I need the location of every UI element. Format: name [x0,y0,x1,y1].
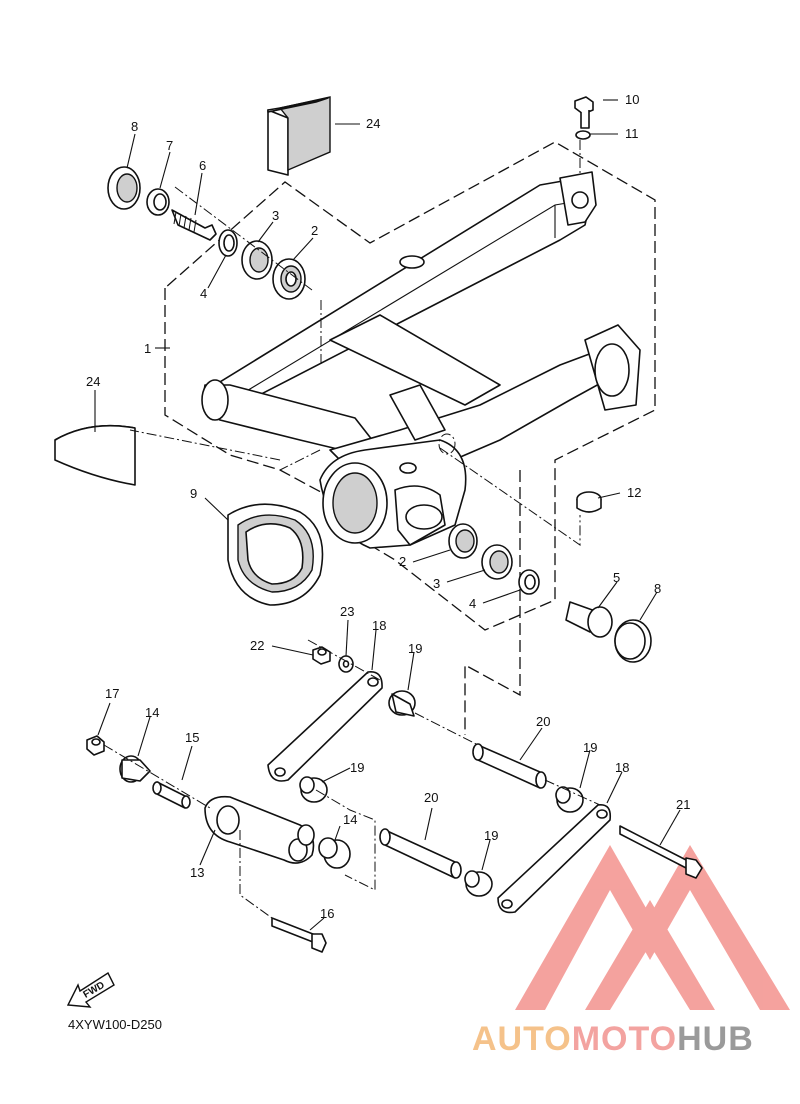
assembly-boundary-upper [164,141,656,631]
callout-19-d: 19 [484,828,498,843]
watermark-part2: MOTO [572,1020,677,1058]
part-24-rubber-pad-top [267,96,331,176]
callout-19-b: 19 [350,760,364,775]
alignment-lines [103,140,601,919]
callout-18-upper: 18 [372,618,386,633]
part-7-locknut [146,188,170,216]
watermark-logo-icon [515,845,790,1010]
callout-8: 8 [131,119,138,134]
part-4-collar-right [518,569,540,595]
callout-labels: 8 7 6 3 2 4 1 24 10 11 24 9 12 2 3 4 5 8… [86,92,690,921]
callout-12: 12 [627,485,641,500]
part-2-bearing-left [272,258,306,300]
callout-17: 17 [105,686,119,701]
callout-20-b: 20 [424,790,438,805]
callout-13: 13 [190,865,204,880]
part-17-nut [86,735,105,756]
part-10-bolt [574,96,594,129]
callout-16: 16 [320,906,334,921]
callout-9: 9 [190,486,197,501]
callout-3-right: 3 [433,576,440,591]
part-14-collar-left [119,755,151,783]
part-15-bush [152,781,191,809]
part-24-rubber-pad-left [54,424,136,486]
part-11-washer [575,130,591,140]
callout-11: 11 [625,126,639,141]
part-6-pivot-shaft-bolt [171,209,217,241]
callout-21: 21 [676,797,690,812]
part-21-bolt [619,825,703,879]
leader-lines [94,99,681,931]
callout-7: 7 [166,138,173,153]
part-2-bearing-right [448,523,478,559]
part-19-bush-b [299,776,328,803]
part-22-nut [312,646,331,665]
callout-10: 10 [625,92,639,107]
part-19-bush-d [464,870,493,897]
callout-14-left: 14 [145,705,159,720]
callout-18-lower: 18 [615,760,629,775]
part-8-dust-cover-left [107,166,141,210]
callout-2-right: 2 [399,554,406,569]
watermark-text: AUTOMOTOHUB [472,1020,754,1058]
callout-14-right: 14 [343,812,357,827]
callout-19-a: 19 [408,641,422,656]
diagram-code: 4XYW100-D250 [68,1017,162,1032]
callout-22: 22 [250,638,264,653]
part-14-collar-right [318,837,351,869]
callout-3: 3 [272,208,279,223]
part-18-connecting-rod-upper [267,671,383,782]
part-20-collar-a [472,743,547,789]
part-3-oil-seal-right [481,544,513,580]
callout-19-c: 19 [583,740,597,755]
callout-15: 15 [185,730,199,745]
callout-24-top: 24 [366,116,380,131]
swingarm-body [201,171,641,549]
part-12-cap [576,491,602,513]
part-18-connecting-rod-lower [497,803,612,914]
part-19-bush-a [388,690,416,717]
part-3-oil-seal-left [241,240,273,280]
watermark-part3: HUB [677,1020,754,1058]
part-20-collar-b [379,828,462,879]
part-8-dust-cover-right [614,619,652,663]
part-5-pivot-adjuster [565,601,613,638]
callout-23: 23 [340,604,354,619]
part-16-bolt [271,917,327,953]
callout-6: 6 [199,158,206,173]
watermark-part1: AUTO [472,1020,572,1058]
callout-1: 1 [144,341,151,356]
part-13-relay-arm [204,795,315,864]
part-9-chain-case-ring [227,503,324,606]
part-4-collar-left [218,229,238,257]
callout-4: 4 [200,286,207,301]
callout-2: 2 [311,223,318,238]
callout-8-right: 8 [654,581,661,596]
callout-20-a: 20 [536,714,550,729]
fwd-arrow-icon: FWD [66,971,115,1008]
callout-4-right: 4 [469,596,476,611]
callout-5: 5 [613,570,620,585]
part-19-bush-c [555,786,584,813]
callout-24-left: 24 [86,374,100,389]
